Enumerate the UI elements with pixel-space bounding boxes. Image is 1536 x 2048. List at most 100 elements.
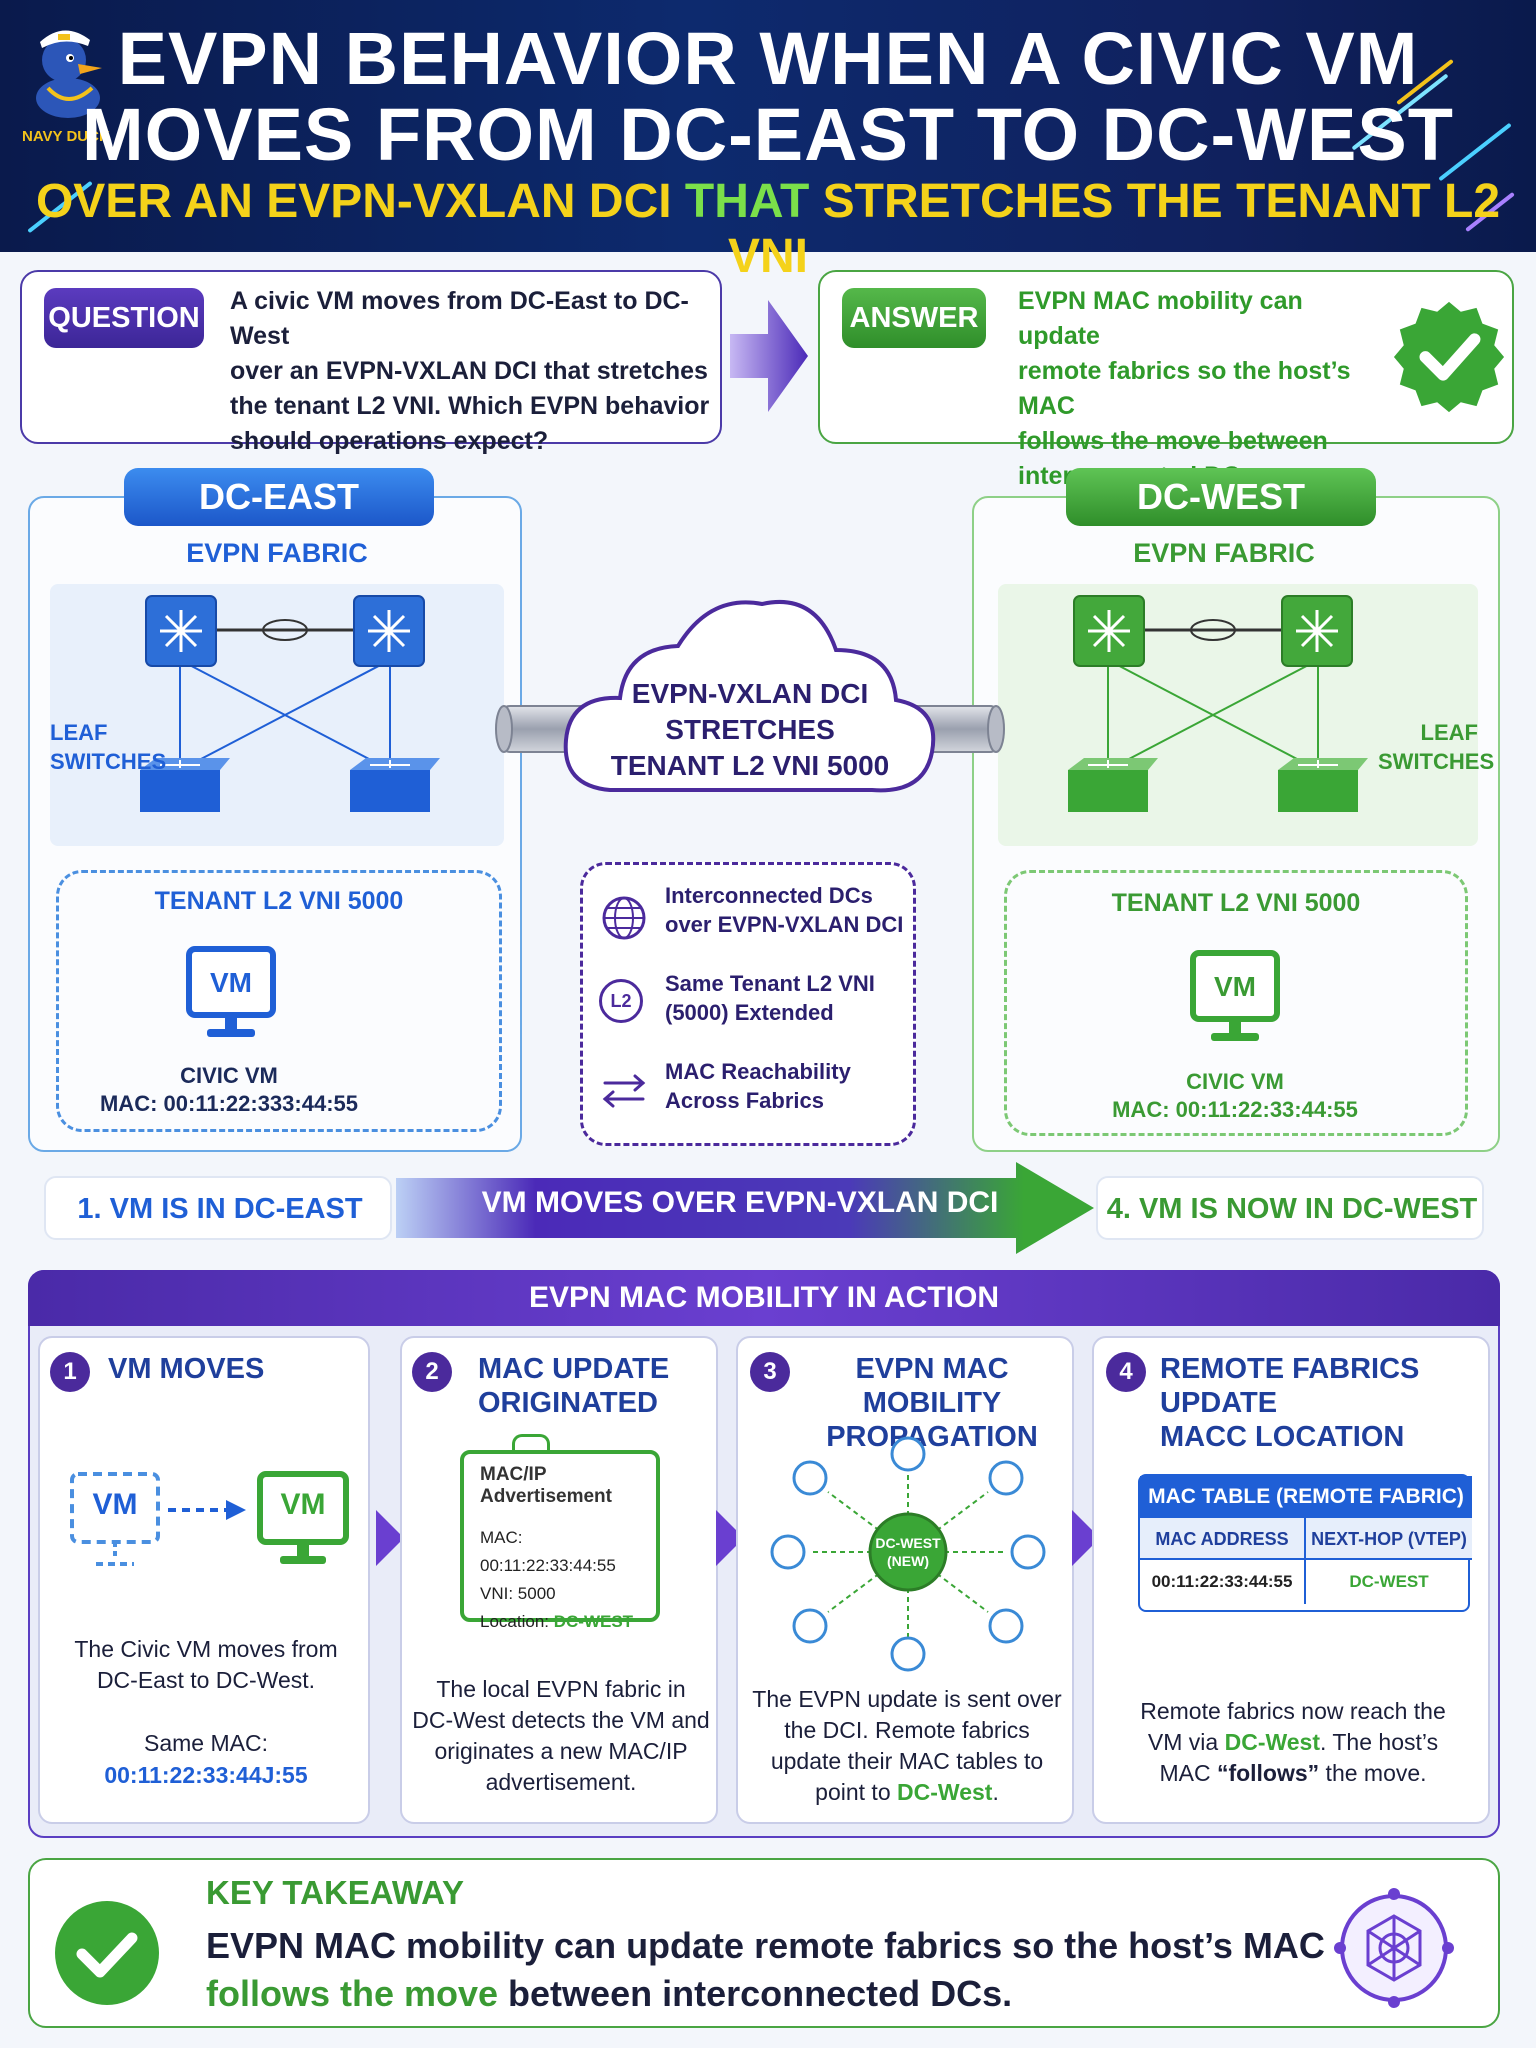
dc-west-title: DC-WEST <box>1066 468 1376 526</box>
desc-highlight: DC-West <box>1224 1729 1321 1755</box>
takeaway-highlight: follows the move <box>206 1973 499 2014</box>
step-title: MAC UPDATE ORIGINATED <box>478 1352 669 1420</box>
step-2-card: 2 MAC UPDATE ORIGINATED MAC/IP Advertise… <box>400 1336 718 1824</box>
step-description: Remote fabrics now reach the VM via DC-W… <box>1094 1696 1492 1789</box>
question-card: QUESTION A civic VM moves from DC-East t… <box>20 270 722 455</box>
step-title-line: MAC UPDATE <box>478 1353 670 1385</box>
leaf-label-line: LEAF <box>1420 720 1478 745</box>
takeaway-check-icon <box>55 1901 159 2005</box>
feature-text: MAC Reachability Across Fabrics <box>665 1057 851 1115</box>
feature-line: (5000) Extended <box>665 1000 834 1025</box>
dci-cloud <box>495 599 1005 793</box>
cloud-line: TENANT L2 VNI 5000 <box>610 750 890 781</box>
propagation-hub-label: DC-WEST (NEW) <box>868 1534 948 1570</box>
feature-line: MAC Reachability <box>665 1059 851 1084</box>
step-number: 3 <box>750 1352 790 1392</box>
hub-line: (NEW) <box>887 1553 929 1569</box>
desc-line: VM via DC-West. The host’s <box>1094 1727 1492 1758</box>
step-title-line: PROPAGATION <box>826 1421 1038 1453</box>
adv-vni: VNI: 5000 <box>480 1584 556 1603</box>
dc-west-vm-label: VM <box>1214 971 1256 1002</box>
question-label: QUESTION <box>44 288 204 348</box>
desc-line: advertisement. <box>485 1769 637 1795</box>
spine-switch-icon <box>1281 595 1353 667</box>
navy-duck-logo <box>36 30 102 118</box>
dci-features-box: Interconnected DCs over EVPN-VXLAN DCI L… <box>580 862 916 1146</box>
answer-line: remote fabrics so the host’s MAC <box>1018 357 1351 420</box>
answer-card: ANSWER EVPN MAC mobility can update remo… <box>818 270 1514 490</box>
arrows-icon <box>602 1074 646 1108</box>
step-title-line: MACC LOCATION <box>1160 1421 1405 1453</box>
desc-line: DC-West detects the VM and <box>412 1707 710 1733</box>
step-title-line: REMOTE FABRICS UPDATE <box>1160 1353 1420 1419</box>
dc-west-vm-mac: MAC: 00:11:22:33:44:55 <box>1112 1097 1358 1122</box>
desc-part: . The host’s <box>1320 1729 1439 1755</box>
step-1-card: 1 VM MOVES VM VM The Civic VM moves from… <box>38 1336 370 1824</box>
dc-west-fabric-label: EVPN FABRIC <box>1133 538 1315 568</box>
desc-line: the DCI. Remote fabrics <box>784 1717 1030 1743</box>
brand-name: NAVY DUCK <box>22 128 110 145</box>
mac-table-col-mac: MAC ADDRESS <box>1140 1518 1306 1560</box>
spine-switch-icon <box>353 595 425 667</box>
advertisement-title: MAC/IP Advertisement <box>480 1464 612 1508</box>
globe-icon <box>602 896 646 940</box>
dc-east-tenant-label: TENANT L2 VNI 5000 <box>154 887 404 915</box>
feature-line: over EVPN-VXLAN DCI <box>665 912 904 937</box>
mac-table-cell-nexthop: DC-WEST <box>1349 1572 1429 1591</box>
propagation-graphic <box>770 1436 1046 1672</box>
step-number: 2 <box>412 1352 452 1392</box>
dc-east-vm-label: VM <box>210 967 252 998</box>
flow-arrow <box>396 1162 1094 1254</box>
adv-title-line: MAC/IP <box>480 1464 547 1485</box>
flow-middle-label: VM MOVES OVER EVPN-VXLAN DCI <box>481 1186 999 1219</box>
spine-switch-icon <box>1073 595 1145 667</box>
step-description: The EVPN update is sent over the DCI. Re… <box>738 1684 1076 1808</box>
desc-line: originates a new MAC/IP <box>434 1738 688 1764</box>
answer-line: follows the move between <box>1018 427 1328 455</box>
step-description: The local EVPN fabric in DC-West detects… <box>402 1674 720 1798</box>
adv-mac: MAC: 00:11:22:33:44:55 <box>480 1528 616 1575</box>
vm-old-label: VM <box>92 1488 138 1521</box>
flow-end-box: 4. VM IS NOW IN DC-WEST <box>1096 1176 1484 1240</box>
dc-east-leaf-label: LEAF SWITCHES <box>50 718 166 776</box>
desc-line: DC-East to DC-West. <box>96 1667 316 1693</box>
desc-part: . <box>992 1779 999 1805</box>
dc-east-tenant-box: TENANT L2 VNI 5000 VM CIVIC VM MAC: 00:1… <box>56 870 502 1132</box>
step-title: REMOTE FABRICS UPDATE MACC LOCATION <box>1160 1352 1488 1454</box>
desc-highlight: DC-West <box>897 1779 993 1805</box>
answer-line: EVPN MAC mobility can update <box>1018 287 1303 350</box>
leaf-switch-icon <box>350 758 440 812</box>
takeaway-card: KEY TAKEAWAY EVPN MAC mobility can updat… <box>28 1858 1500 2028</box>
mac-table: MAC TABLE (REMOTE FABRIC) MAC ADDRESS NE… <box>1138 1474 1472 1612</box>
adv-location-value: DC-WEST <box>553 1612 634 1631</box>
takeaway-line: follows the move between interconnected … <box>206 1970 1325 2018</box>
header-banner: NAVY DUCK EVPN BEHAVIOR WHEN A CIVIC VM … <box>0 0 1536 283</box>
takeaway-label: KEY TAKEAWAY <box>206 1874 464 1911</box>
adv-location: Location: DC-WEST <box>480 1608 656 1636</box>
mobility-banner: EVPN MAC MOBILITY IN ACTION <box>28 1270 1500 1326</box>
step-mac-value: 00:11:22:33:44J:55 <box>104 1762 308 1788</box>
desc-line: update their MAC tables to <box>770 1748 1044 1774</box>
dc-east-vm-icon <box>186 946 276 1037</box>
step-number: 1 <box>50 1352 90 1392</box>
hub-line: DC-WEST <box>875 1535 941 1551</box>
dc-west-panel: EVPN FABRIC LEAF SWITCHES TENANT L2 <box>972 496 1500 1152</box>
flow-start-box: 1. VM IS IN DC-EAST <box>44 1176 392 1240</box>
dc-east-fabric-label: EVPN FABRIC <box>186 538 368 568</box>
question-line: A civic VM moves from DC-East to DC-West <box>230 287 689 350</box>
subtitle-part-c: STRETCHES THE TENANT L2 VNI <box>727 175 1501 283</box>
cloud-line: EVPN-VXLAN DCI <box>631 678 869 709</box>
step-title-line: EVPN MAC MOBILITY <box>855 1353 1009 1419</box>
feature-line: Across Fabrics <box>665 1088 824 1113</box>
step-description: The Civic VM moves from DC-East to DC-We… <box>40 1634 372 1696</box>
desc-part: point to <box>815 1779 898 1805</box>
takeaway-part: between interconnected DCs. <box>498 1973 1013 2014</box>
step-chevron-icon <box>376 1510 404 1566</box>
flow-end-label: 4. VM IS NOW IN DC-WEST <box>1106 1193 1478 1225</box>
desc-part: MAC <box>1159 1760 1217 1786</box>
question-text: A civic VM moves from DC-East to DC-West… <box>230 284 710 459</box>
subtitle-part-b: THAT <box>684 175 810 228</box>
desc-line: The EVPN update is sent over <box>752 1686 1062 1712</box>
dc-west-tenant-box: TENANT L2 VNI 5000 VM CIVIC VM MAC: 00:1… <box>1004 870 1468 1136</box>
dci-cloud-text: EVPN-VXLAN DCI STRETCHES TENANT L2 VNI 5… <box>570 676 930 784</box>
